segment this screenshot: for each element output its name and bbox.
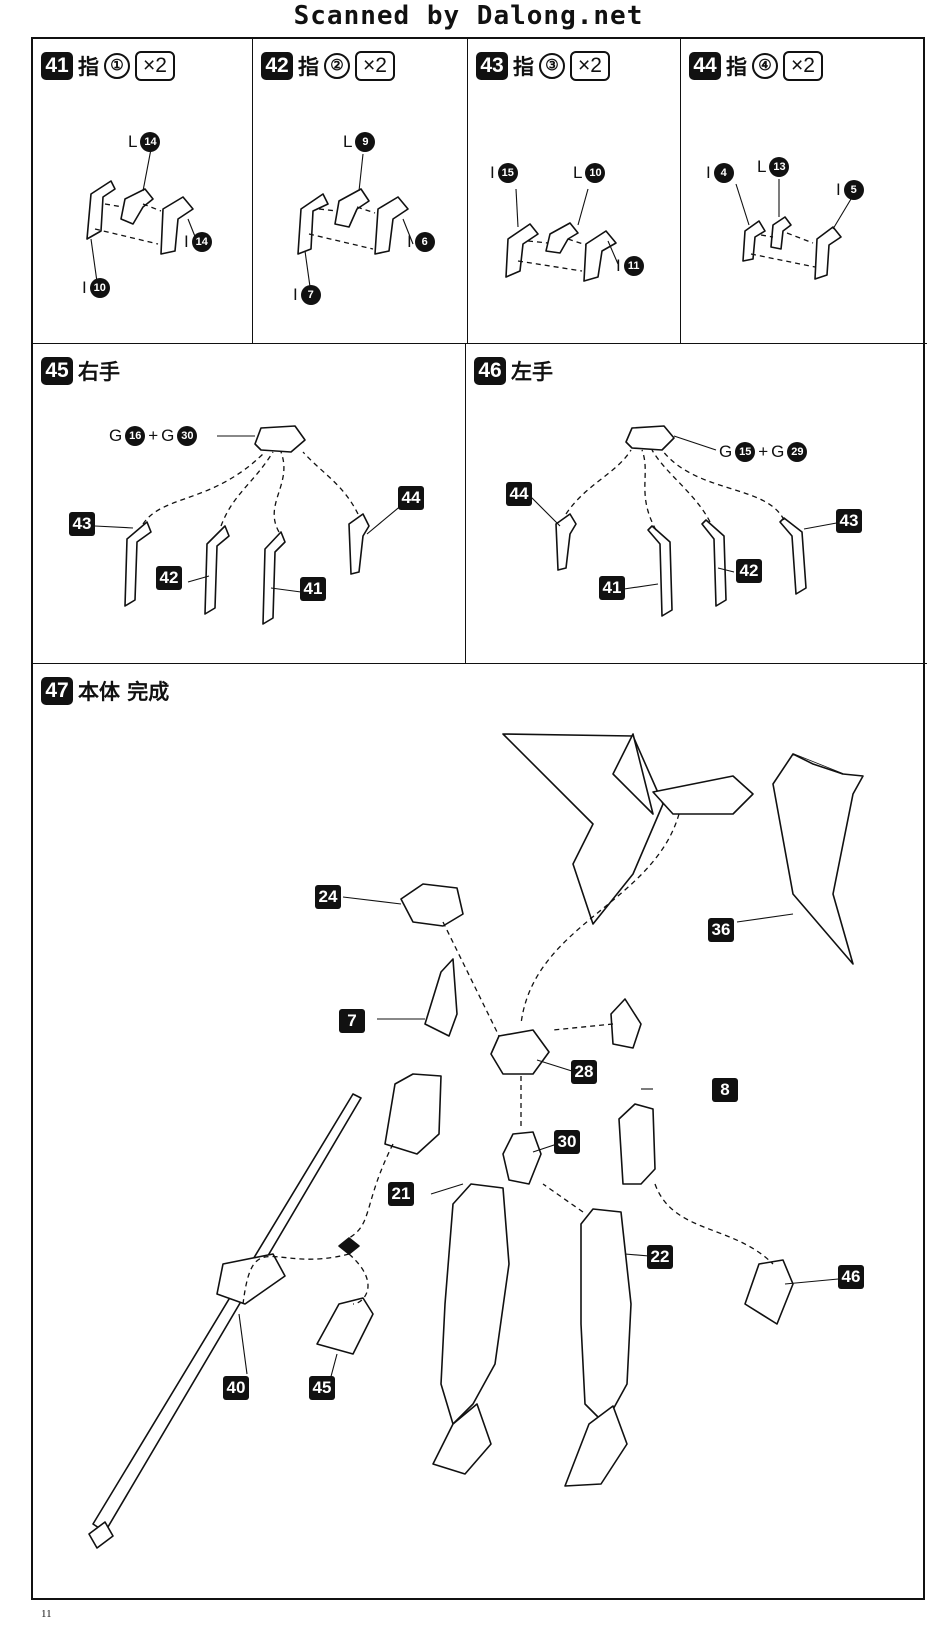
- scanner-credit: Scanned by Dalong.net: [293, 1, 644, 31]
- part-ref-tag: 43: [836, 509, 862, 533]
- step-title: 本体 完成: [78, 680, 170, 704]
- step-43-heading: 43 指 ③ ×2: [476, 51, 610, 81]
- finger-parts-diagram: [86, 148, 199, 290]
- step-41-heading: 41 指 ① ×2: [41, 51, 175, 81]
- step-title: 左手: [511, 360, 553, 384]
- quantity-badge: ×2: [355, 51, 395, 81]
- part-ref-tag: 36: [708, 918, 734, 942]
- finger-parts-diagram: [735, 179, 852, 280]
- finger-index: ③: [539, 53, 565, 79]
- finger-index: ④: [752, 53, 778, 79]
- step-title: 指: [726, 55, 747, 79]
- part-ref-tag: 42: [156, 566, 182, 590]
- part-ref-tag: 44: [506, 482, 532, 506]
- step-title: 指: [78, 55, 99, 79]
- part-ref-tag: 41: [599, 576, 625, 600]
- step-47-panel: 47 本体 完成: [33, 664, 927, 1602]
- step-46-heading: 46 左手: [474, 356, 553, 386]
- part-ref-tag: 8: [712, 1078, 738, 1102]
- step-number: 44: [689, 52, 721, 80]
- step-number: 45: [41, 357, 73, 385]
- step-number: 41: [41, 52, 73, 80]
- part-ref-tag: 46: [838, 1265, 864, 1289]
- step-47-heading: 47 本体 完成: [41, 676, 169, 706]
- finger-index: ①: [104, 53, 130, 79]
- finger-parts-diagram: [297, 153, 414, 295]
- step-45-heading: 45 右手: [41, 356, 120, 386]
- right-hand-diagram: [94, 425, 404, 625]
- part-ref-tag: 40: [223, 1376, 249, 1400]
- part-ref-tag: 21: [388, 1182, 414, 1206]
- part-ref-tag: 7: [339, 1009, 365, 1033]
- part-ref-tag: 28: [571, 1060, 597, 1084]
- part-ref-tag: 45: [309, 1376, 335, 1400]
- part-ref-tag: 42: [736, 559, 762, 583]
- final-assembly-diagram: [88, 733, 864, 1549]
- quantity-badge: ×2: [570, 51, 610, 81]
- part-ref-tag: 22: [647, 1245, 673, 1269]
- step-title: 右手: [78, 360, 120, 384]
- part-ref-tag: 24: [315, 885, 341, 909]
- step-title: 指: [513, 55, 534, 79]
- step-number: 43: [476, 52, 508, 80]
- step-number: 47: [41, 677, 73, 705]
- step-title: 指: [298, 55, 319, 79]
- step-number: 46: [474, 357, 506, 385]
- part-ref-tag: 44: [398, 486, 424, 510]
- quantity-badge: ×2: [783, 51, 823, 81]
- quantity-badge: ×2: [135, 51, 175, 81]
- step-44-heading: 44 指 ④ ×2: [689, 51, 823, 81]
- part-ref-tag: 30: [554, 1130, 580, 1154]
- part-ref-tag: 41: [300, 577, 326, 601]
- part-ref-tag: 43: [69, 512, 95, 536]
- step-number: 42: [261, 52, 293, 80]
- finger-parts-diagram: [505, 188, 619, 282]
- page-number: 11: [41, 1608, 52, 1620]
- finger-index: ②: [324, 53, 350, 79]
- step-42-heading: 42 指 ② ×2: [261, 51, 395, 81]
- left-hand-diagram: [527, 425, 843, 617]
